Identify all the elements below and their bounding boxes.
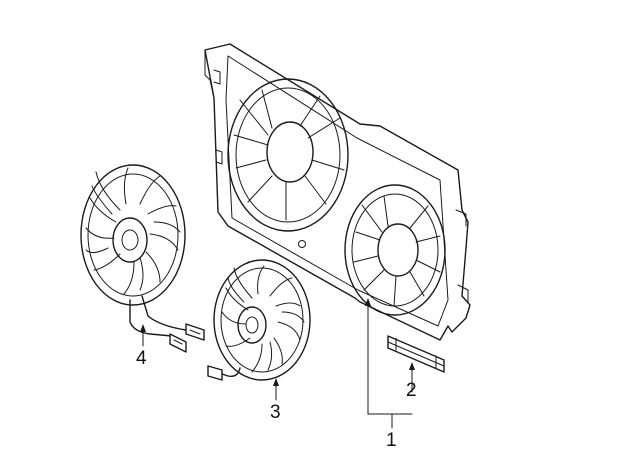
callout-leaders xyxy=(140,298,415,429)
seal-strip xyxy=(387,335,445,373)
fan-shroud xyxy=(204,43,471,341)
fan-assembly-left xyxy=(80,164,205,353)
callout-3: 3 xyxy=(270,402,281,423)
callout-1: 1 xyxy=(386,430,397,451)
fan-assembly-right xyxy=(207,259,311,381)
callout-4: 4 xyxy=(136,348,147,369)
callout-2: 2 xyxy=(406,380,417,401)
